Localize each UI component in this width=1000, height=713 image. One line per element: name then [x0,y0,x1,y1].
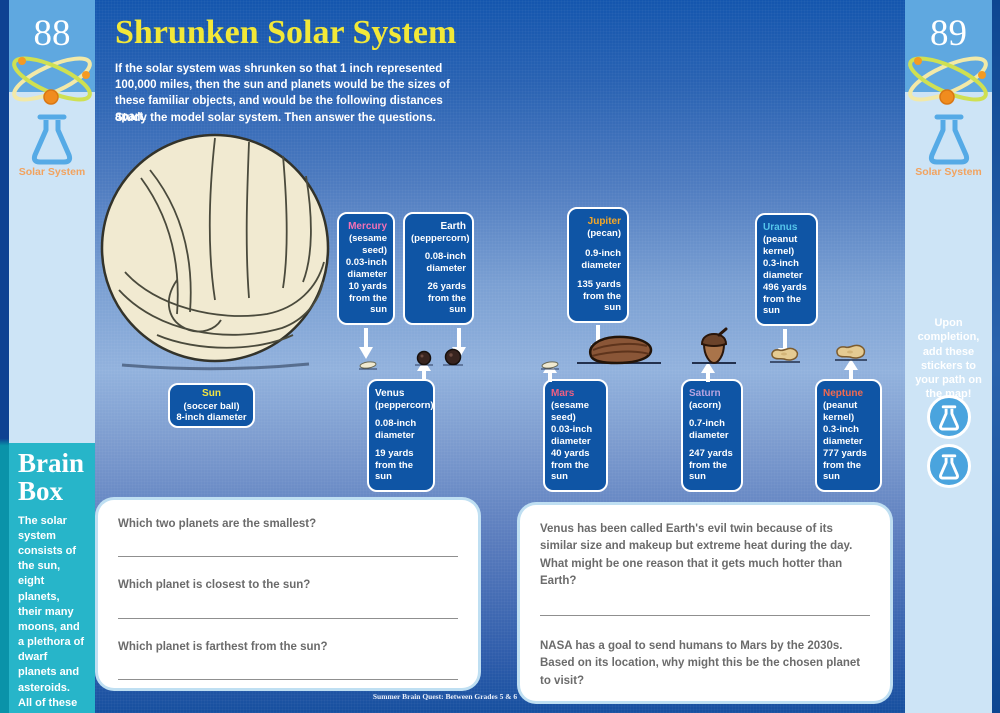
answer-line[interactable] [540,692,870,713]
brain-box-text: The solar system consists of the sun, ei… [18,514,85,713]
atom-icon [7,48,97,115]
planet-diameter: 0.03-inch diameter [345,257,387,280]
sun-name: Sun [202,388,221,399]
planet-object: (pecan) [587,228,621,240]
planet-object: (sesame seed) [348,233,387,256]
planet-name: Earth [440,221,466,232]
peanut-kernel-illustration [833,342,869,368]
planet-card-mars: Mars (sesame seed) 0.03-inch diameter 40… [543,379,608,492]
acorn-illustration [692,327,736,372]
flask-sticker-icon [926,395,971,439]
planet-diameter: 0.3-inch diameter [823,424,863,447]
instruction-text: Study the model solar system. Then answe… [115,112,436,124]
planet-distance: 26 yards from the sun [427,281,466,316]
peppercorn-illustration [442,348,464,373]
sesame-seed-illustration [539,358,561,376]
planet-diameter: 0.08-inch diameter [424,251,466,275]
intro-text: If the solar system was shrunken so that… [115,63,450,123]
planet-distance: 496 yards from the sun [763,282,807,317]
planet-diameter: 0.9-inch diameter [581,247,621,271]
left-sidebar-category: Solar System [9,92,95,443]
main-content: Shrunken Solar System If the solar syste… [95,0,905,713]
planet-name: Jupiter [587,216,621,227]
planet-card-uranus: Uranus (peanut kernel) 0.3-inch diameter… [755,213,818,326]
question-text: Venus has been called Earth's evil twin … [540,523,853,587]
sesame-seed-illustration [357,358,379,376]
peanut-kernel-illustration [768,345,802,370]
question-text: NASA has a goal to send humans to Mars b… [540,640,861,687]
sun-label-card: Sun (soccer ball) 8-inch diameter [168,383,255,428]
right-sidebar-category: Solar System Upon completion, add these … [905,92,992,713]
brain-box-title: Brain Box [18,448,85,507]
planet-distance: 777 yards from the sun [823,448,867,483]
left-page-edge [0,0,9,713]
questions-panel-right: Venus has been called Earth's evil twin … [520,505,890,701]
planet-card-mercury: Mercury (sesame seed) 0.03-inch diameter… [337,212,395,325]
planet-diameter: 0.03-inch diameter [551,424,593,447]
planet-distance: 40 yards from the sun [551,448,590,483]
planet-object: (peppercorn) [375,400,434,412]
category-label-left: Solar System [18,166,86,178]
sun-object: (soccer ball) [183,400,240,412]
soccer-ball-illustration [97,128,333,379]
category-label-right: Solar System [915,166,982,178]
flask-icon [26,108,78,171]
planet-object: (peppercorn) [411,233,470,245]
peppercorn-illustration [414,350,434,373]
page-number-right: 89 [930,13,967,54]
arrow-up-icon [701,362,715,382]
page-number-left: 88 [33,13,71,54]
planet-name: Mars [551,388,575,399]
planet-name: Neptune [823,388,863,399]
planet-diameter: 0.7-inch diameter [689,418,729,442]
planet-diameter: 0.3-inch diameter [763,258,803,281]
book-footer: Summer Brain Quest: Between Grades 5 & 6 [372,692,518,701]
planet-distance: 10 yards from the sun [348,281,387,316]
atom-icon [903,48,993,115]
pecan-illustration [577,330,661,375]
planet-name: Venus [375,388,405,399]
completion-note: Upon completion, add these stickers to y… [915,317,982,401]
answer-line[interactable] [118,656,458,680]
planet-diameter: 0.08-inch diameter [375,418,417,442]
answer-line[interactable] [118,533,458,558]
planet-object: (sesame seed) [551,400,590,423]
planet-card-neptune: Neptune (peanut kernel) 0.3-inch diamete… [815,379,882,492]
planet-card-jupiter: Jupiter (pecan) 0.9-inch diameter 135 ya… [567,207,629,323]
planet-card-venus: Venus (peppercorn) 0.08-inch diameter 19… [367,379,435,492]
planet-distance: 19 yards from the sun [375,448,414,483]
arrow-up-icon [844,359,858,379]
flask-icon [923,108,975,171]
answer-line[interactable] [118,595,458,619]
planet-name: Uranus [763,222,798,233]
planet-card-earth: Earth (peppercorn) 0.08-inch diameter 26… [403,212,474,325]
answer-line[interactable] [540,592,870,616]
question-text: Which two planets are the smallest? [118,518,317,530]
planet-distance: 135 yards from the sun [577,279,621,314]
planet-object: (peanut kernel) [823,400,858,423]
question-text: Which planet is farthest from the sun? [118,640,328,653]
arrow-down-icon [359,328,373,362]
sun-size: 8-inch diameter [176,412,247,424]
question-text: Which planet is closest to the sun? [118,579,311,592]
right-page-edge [992,0,1000,713]
planet-card-saturn: Saturn (acorn) 0.7-inch diameter 247 yar… [681,379,743,492]
planet-object: (peanut kernel) [763,234,798,257]
planet-name: Saturn [689,388,721,399]
planet-name: Mercury [348,221,387,232]
planet-distance: 247 yards from the sun [689,448,733,483]
page-title: Shrunken Solar System [115,14,457,51]
flask-sticker-icon [926,444,971,488]
brain-box: Brain Box The solar system consists of t… [9,443,95,713]
right-sidebar: 89 Solar System Upon completion, add the… [905,0,992,713]
left-sidebar: 88 Solar System Brain Box The solar sys [9,0,95,713]
questions-panel-left: Which two planets are the smallest? Whic… [98,500,478,688]
planet-object: (acorn) [689,400,722,412]
